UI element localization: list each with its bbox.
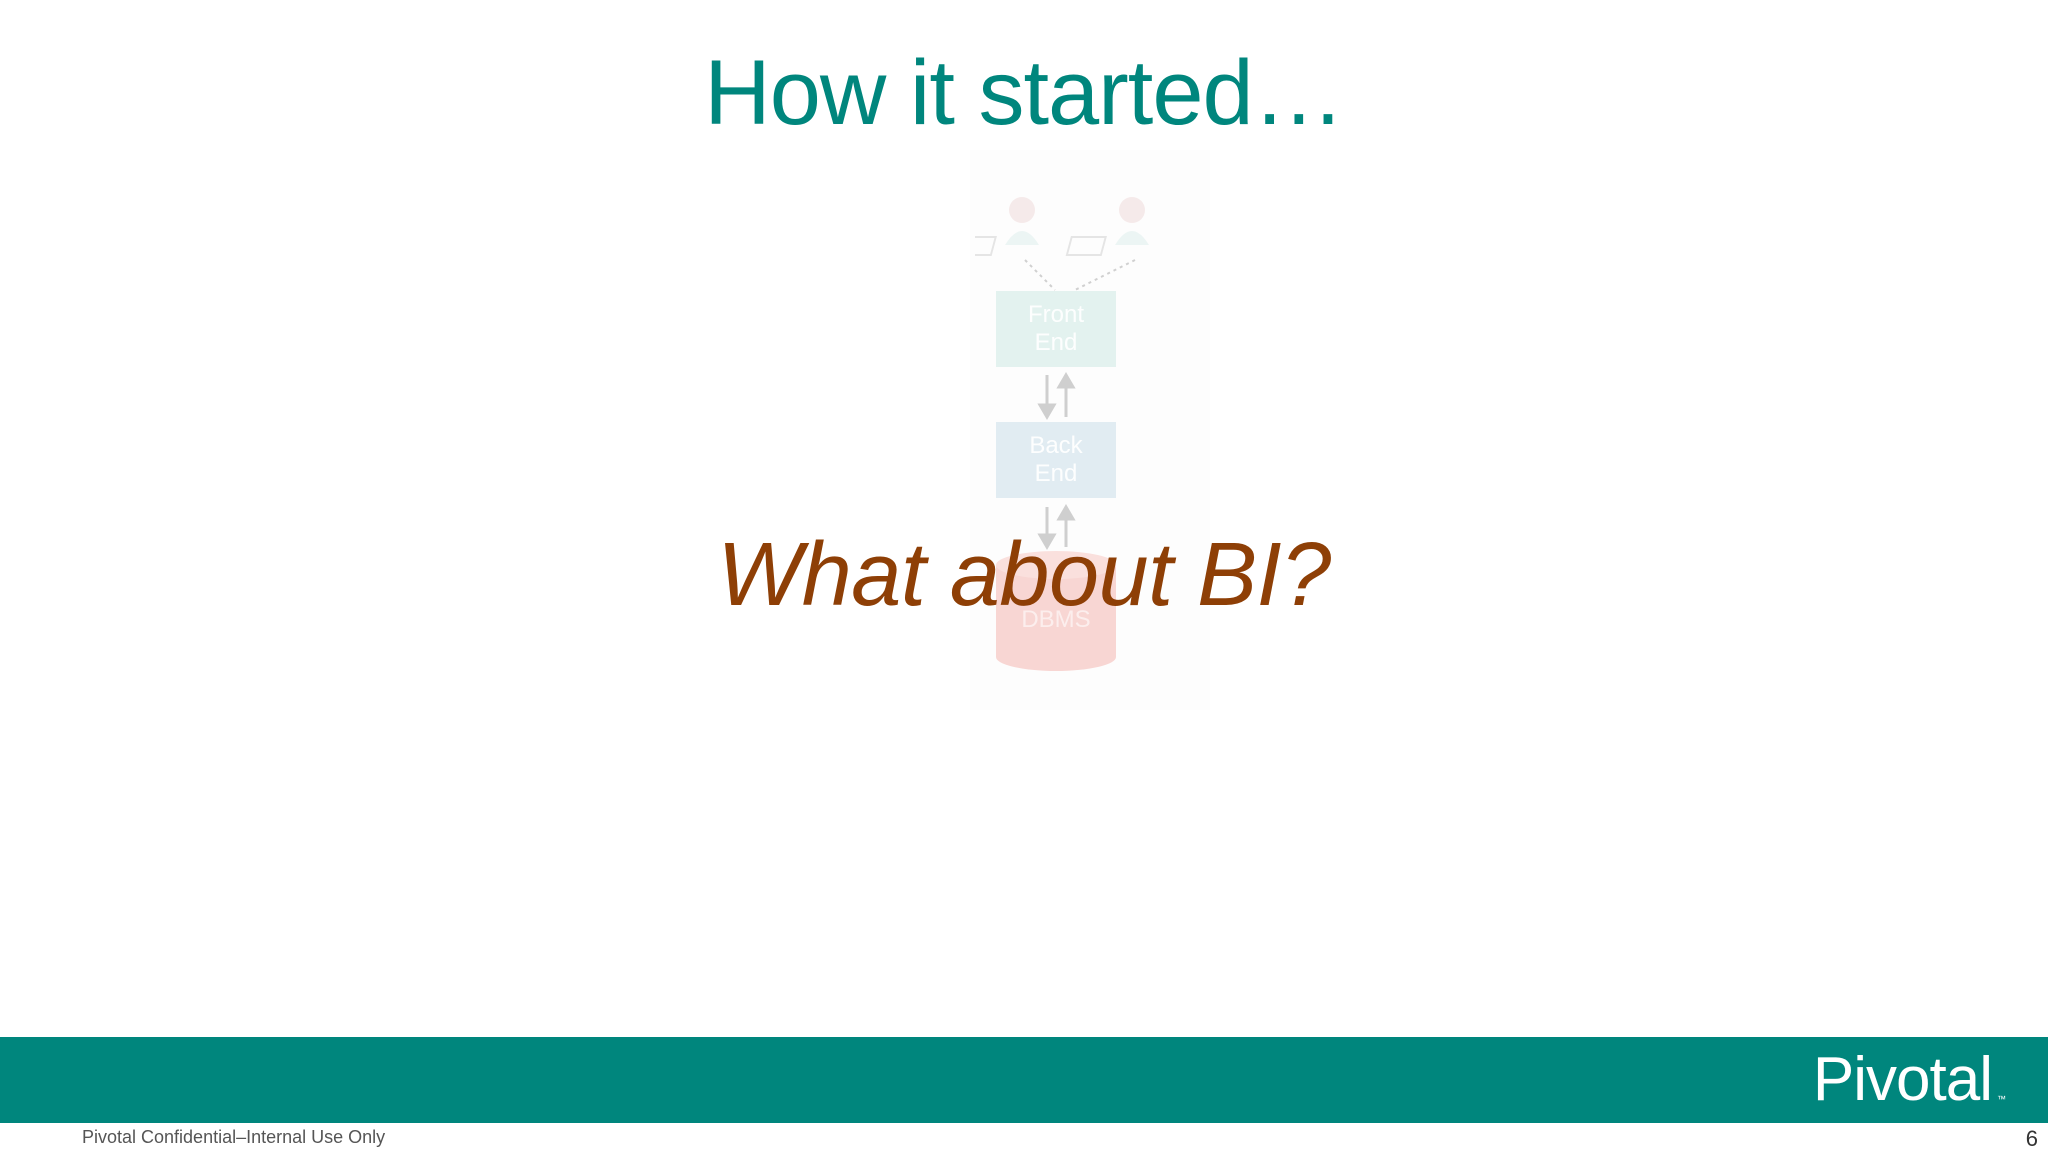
database-icon bbox=[996, 551, 1116, 671]
front-end-box bbox=[996, 291, 1116, 367]
page-number: 6 bbox=[2025, 1126, 2038, 1151]
back-end-label-line: Back bbox=[1029, 432, 1083, 459]
overlay-question: What about BI? bbox=[717, 525, 1331, 625]
confidentiality-note: Pivotal Confidential–Internal Use Only bbox=[82, 1127, 386, 1147]
back-end-label: Back End bbox=[996, 432, 1116, 488]
brand-logo: Pivotal bbox=[1812, 1045, 1993, 1114]
front-end-label-line: Front bbox=[1027, 301, 1084, 328]
connector-line bbox=[1024, 259, 1056, 291]
bidirectional-arrow-icon bbox=[1037, 504, 1076, 550]
front-end-label-line: End bbox=[1034, 329, 1078, 356]
slide-title: How it started… bbox=[704, 42, 1344, 144]
front-end-label: Front End bbox=[996, 301, 1116, 357]
footer-band bbox=[0, 1037, 2048, 1123]
user-at-laptop-icon bbox=[1065, 197, 1149, 256]
user-at-laptop-icon bbox=[975, 197, 1039, 256]
back-end-label-line: End bbox=[1034, 460, 1078, 487]
architecture-diagram bbox=[975, 197, 1149, 671]
connector-line bbox=[1074, 259, 1136, 291]
database-label: DBMS bbox=[1021, 606, 1091, 633]
bidirectional-arrow-icon bbox=[1037, 372, 1076, 420]
back-end-box bbox=[996, 422, 1116, 498]
trademark-mark: ™ bbox=[1997, 1094, 2006, 1104]
